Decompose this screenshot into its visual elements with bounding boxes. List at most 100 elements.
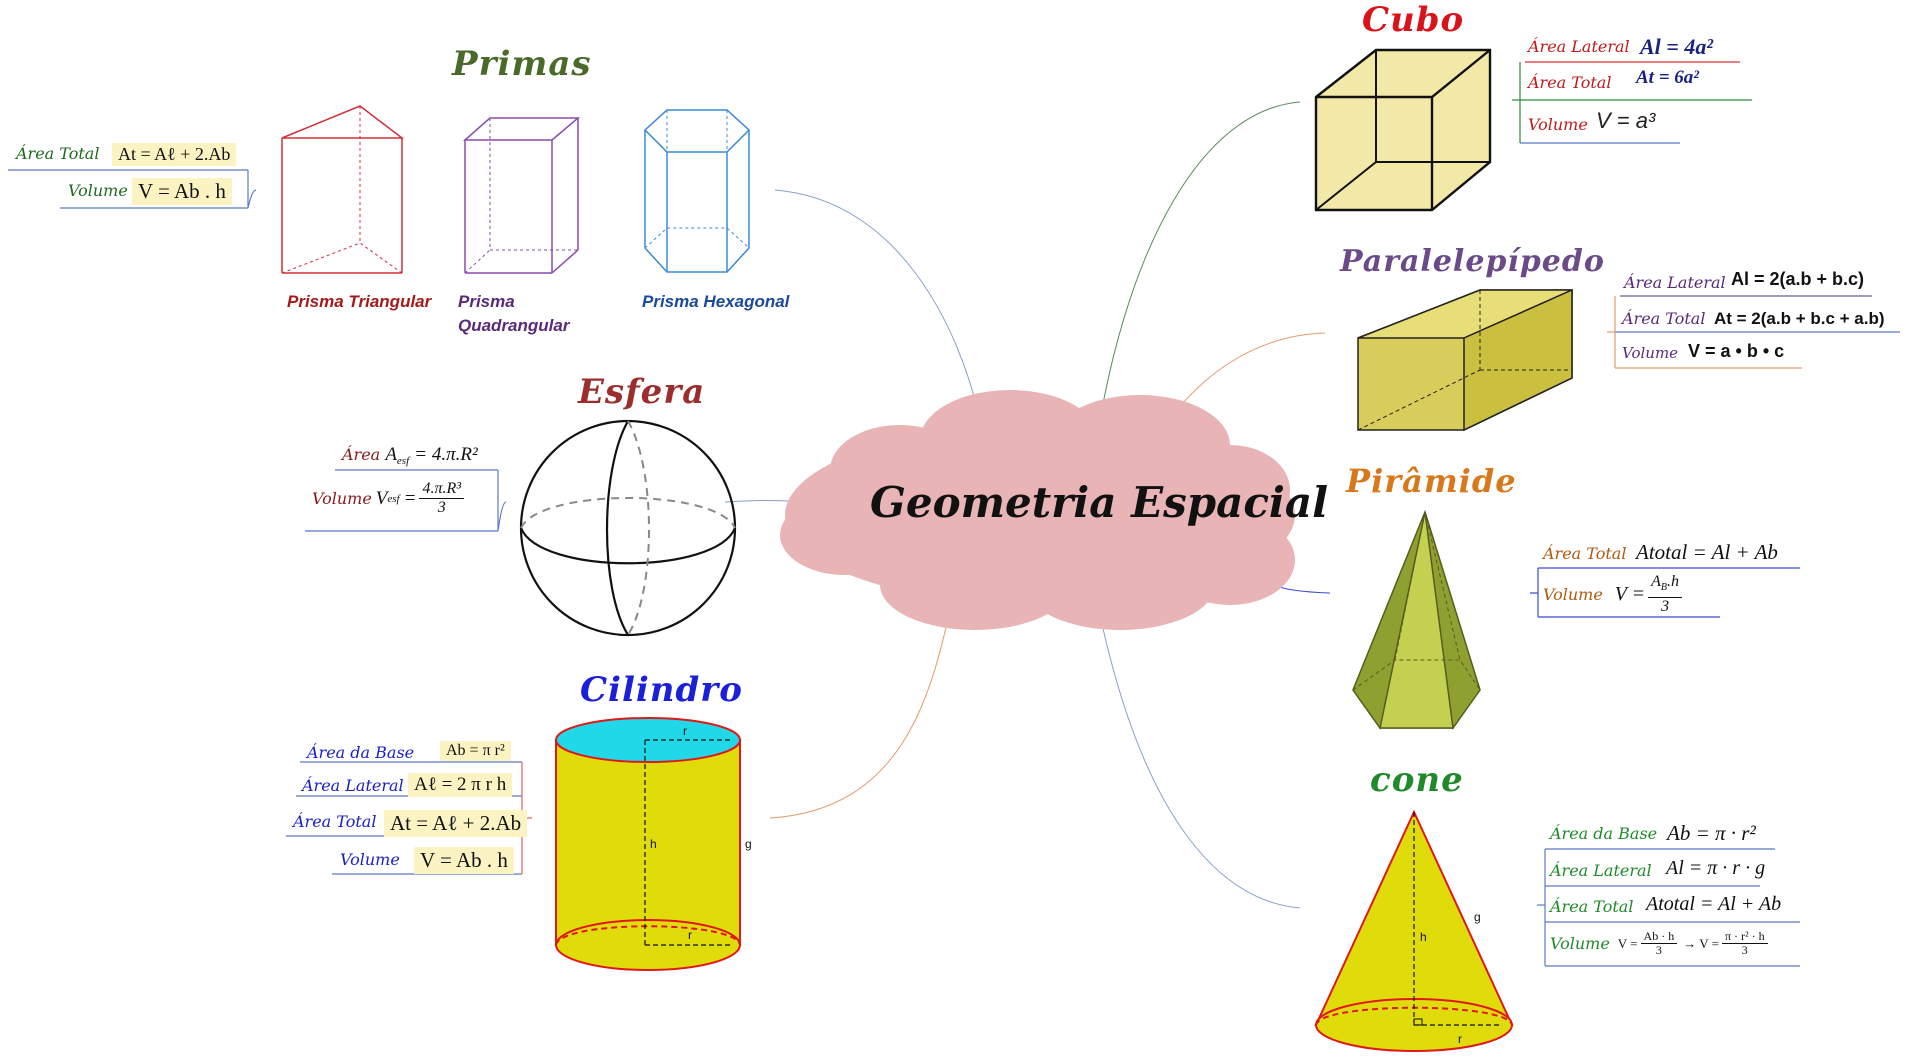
cilindro-volume-label: Volume — [340, 850, 400, 869]
esfera-volume-denominator: 3 — [437, 499, 446, 516]
cone-volume-label: Volume — [1550, 934, 1610, 953]
paralelepipedo-volume-formula: V = a • b • c — [1688, 341, 1785, 361]
connector-cilindro — [769, 609, 951, 819]
esfera-volume-fraction: 4.π.R³ 3 — [419, 480, 465, 517]
cone-volume-num2: π · r² · h — [1721, 930, 1768, 944]
piramide-formula-lines — [1530, 567, 1800, 618]
cilindro-radius-label: r — [683, 724, 687, 738]
paralelepipedo-area-lateral-label: Área Lateral — [1624, 273, 1726, 292]
center-cloud-shape — [780, 390, 1295, 630]
cone-area-base-formula: Ab = π · r² — [1667, 821, 1756, 845]
prisma-quadrangular-caption: Prisma Quadrangular — [458, 292, 570, 335]
prismas-area-total-label: Área Total — [16, 144, 100, 163]
cilindro-radius-bottom-label: r — [688, 928, 692, 942]
cone-volume-num1: Ab · h — [1640, 930, 1678, 944]
cilindro-volume-formula: V = Ab . h — [414, 847, 514, 874]
cilindro-area-lateral-formula: Aℓ = 2 π r h — [408, 773, 513, 797]
cone-area-lateral-label: Área Lateral — [1550, 861, 1652, 880]
cone-area-base-label: Área da Base — [1550, 824, 1658, 843]
paralelepipedo-formula-lines — [1607, 295, 1900, 369]
connector-cubo — [1099, 101, 1301, 421]
prismas-volume-formula: V = Ab . h — [132, 178, 232, 205]
cilindro-height-label: h — [650, 837, 657, 851]
connector-cone — [1099, 614, 1301, 909]
cone-height-label: h — [1420, 930, 1427, 944]
piramide-volume-fraction: AB.h 3 — [1648, 573, 1683, 616]
esfera-area-label: Área — [342, 445, 381, 464]
cilindro-area-base-label: Área da Base — [307, 743, 415, 762]
piramide-volume-num-rest: .h — [1667, 573, 1680, 590]
paralelepipedo-area-total-label: Área Total — [1622, 309, 1706, 328]
cubo-area-lateral-formula: Al = 4a² — [1640, 34, 1713, 59]
paralelepipedo-title: Paralelepípedo — [1340, 244, 1605, 279]
piramide-area-total-formula: Atotal = Al + Ab — [1636, 540, 1778, 564]
prisma-hexagonal-caption: Prisma Hexagonal — [642, 292, 790, 311]
cubo-area-total-label: Área Total — [1528, 73, 1612, 92]
piramide-volume-num-sub: B — [1660, 582, 1668, 594]
piramide-title: Pirâmide — [1346, 462, 1517, 500]
esfera-area-formula: Área Aesf = 4.π.R² — [342, 444, 478, 467]
cone-volume-arrow: → — [1683, 935, 1697, 951]
esfera-area-sub: esf — [396, 455, 410, 468]
cone-area-total-formula: Atotal = Al + Ab — [1646, 893, 1782, 915]
prisma-triangular-figure — [281, 105, 405, 274]
cone-volume-fraction-1: Ab · h 3 — [1640, 930, 1678, 957]
prismas-formula-lines — [8, 169, 257, 209]
connector-prismas — [774, 189, 981, 421]
prismas-volume-label: Volume — [68, 181, 128, 200]
cone-area-total-label: Área Total — [1550, 897, 1634, 916]
piramide-volume-num: A — [1651, 573, 1661, 590]
cubo-formula-lines — [1512, 61, 1752, 144]
piramide-volume-lhs: V = — [1614, 583, 1646, 606]
prisma-hexagonal-figure — [643, 109, 751, 273]
cone-area-lateral-formula: Al = π · r · g — [1666, 857, 1766, 879]
cone-generatrix-label: g — [1474, 910, 1481, 924]
cone-volume-v1: V = — [1617, 935, 1638, 951]
cone-radius-label: r — [1458, 1032, 1462, 1046]
cone-formula-lines — [1537, 848, 1800, 967]
paralelepipedo-area-lateral-formula: Al = 2(a.b + b.c) — [1731, 269, 1865, 289]
cone-figure — [1314, 809, 1514, 1052]
cilindro-area-base-formula: Ab = π r² — [440, 741, 511, 761]
prisma-quadrangular-figure — [463, 117, 581, 274]
paralelepipedo-figure — [1357, 288, 1573, 432]
cilindro-area-lateral-label: Área Lateral — [302, 776, 404, 795]
cubo-area-lateral-label: Área Lateral — [1528, 37, 1630, 56]
paralelepipedo-volume-label: Volume — [1622, 344, 1679, 362]
cilindro-figure — [555, 717, 741, 971]
piramide-volume-label: Volume — [1543, 585, 1603, 605]
cone-volume-fraction-2: π · r² · h 3 — [1721, 930, 1768, 957]
cone-volume-formula: Volume V = Ab · h 3 → V = π · r² · h 3 — [1550, 930, 1771, 957]
prismas-title: Primas — [452, 44, 592, 84]
esfera-volume-lhs: V — [375, 487, 388, 509]
esfera-volume-numerator: 4.π.R³ — [419, 480, 465, 499]
cone-title: cone — [1370, 760, 1464, 800]
prisma-triangular-caption: Prisma Triangular — [287, 292, 432, 311]
cubo-title: Cubo — [1362, 0, 1465, 40]
cubo-figure — [1314, 48, 1492, 212]
piramide-volume-denominator: 3 — [1661, 598, 1670, 616]
cone-volume-den2: 3 — [1741, 943, 1748, 957]
cilindro-area-total-formula: At = Aℓ + 2.Ab — [384, 810, 528, 837]
esfera-volume-eq: = — [403, 487, 417, 509]
cubo-volume-formula: V = a³ — [1596, 108, 1656, 133]
cilindro-area-total-label: Área Total — [293, 812, 377, 831]
cilindro-generatrix-label: g — [745, 837, 752, 851]
esfera-title: Esfera — [578, 372, 706, 412]
esfera-formula-lines — [305, 469, 507, 532]
esfera-area-rhs: = 4.π.R² — [414, 444, 478, 465]
piramide-figure — [1352, 509, 1481, 730]
cubo-volume-label: Volume — [1528, 115, 1588, 134]
esfera-figure — [519, 419, 737, 637]
center-title: Geometria Espacial — [870, 478, 1329, 527]
esfera-volume-sub: esf — [387, 492, 400, 505]
paralelepipedo-area-total-formula: At = 2(a.b + b.c + a.b) — [1714, 309, 1885, 328]
prismas-area-total-formula: At = Aℓ + 2.Ab — [112, 143, 237, 166]
cilindro-title: Cilindro — [580, 670, 743, 710]
esfera-area-lhs: A — [385, 444, 397, 465]
piramide-volume-formula: Volume V = AB.h 3 — [1543, 573, 1685, 616]
cone-volume-den1: 3 — [1655, 943, 1662, 957]
